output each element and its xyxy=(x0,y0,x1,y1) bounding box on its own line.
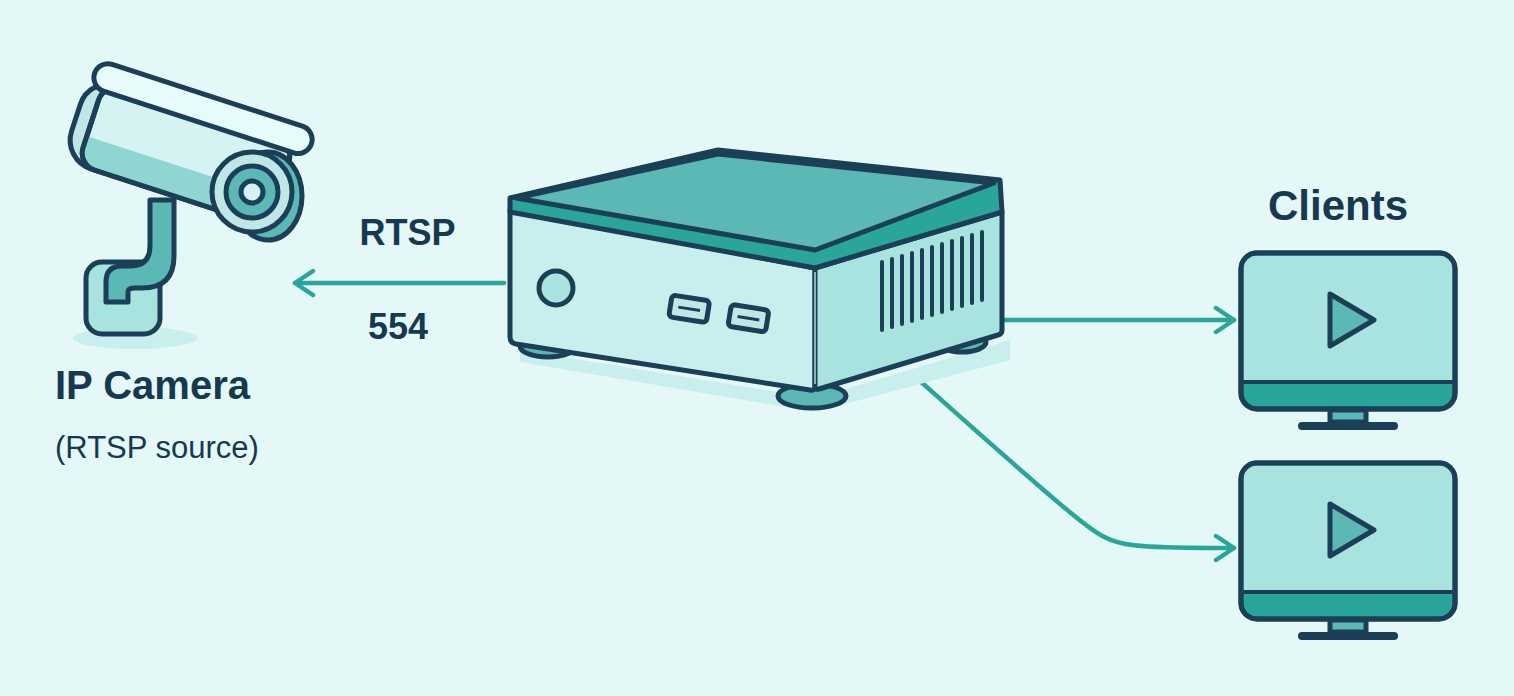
node-title: IP Camera xyxy=(55,362,250,408)
monitor-illustration xyxy=(1238,250,1458,432)
camera-node: IP Camera (RTSP source) xyxy=(40,80,295,480)
mini-pc-node xyxy=(500,145,1010,415)
port-number: 554 xyxy=(368,306,428,347)
node-subtitle: (RTSP source) xyxy=(55,430,259,466)
client-monitor xyxy=(1238,250,1458,432)
client-monitor xyxy=(1238,460,1458,642)
mini-pc-illustration xyxy=(500,145,1010,415)
monitor-illustration xyxy=(1238,460,1458,642)
connector-arrow xyxy=(1004,318,1234,323)
group-heading: Clients xyxy=(1268,182,1408,230)
connector-arrow xyxy=(920,381,1234,548)
connector-arrow xyxy=(295,281,504,286)
protocol-label: RTSP xyxy=(359,212,455,253)
camera-illustration xyxy=(40,80,330,350)
